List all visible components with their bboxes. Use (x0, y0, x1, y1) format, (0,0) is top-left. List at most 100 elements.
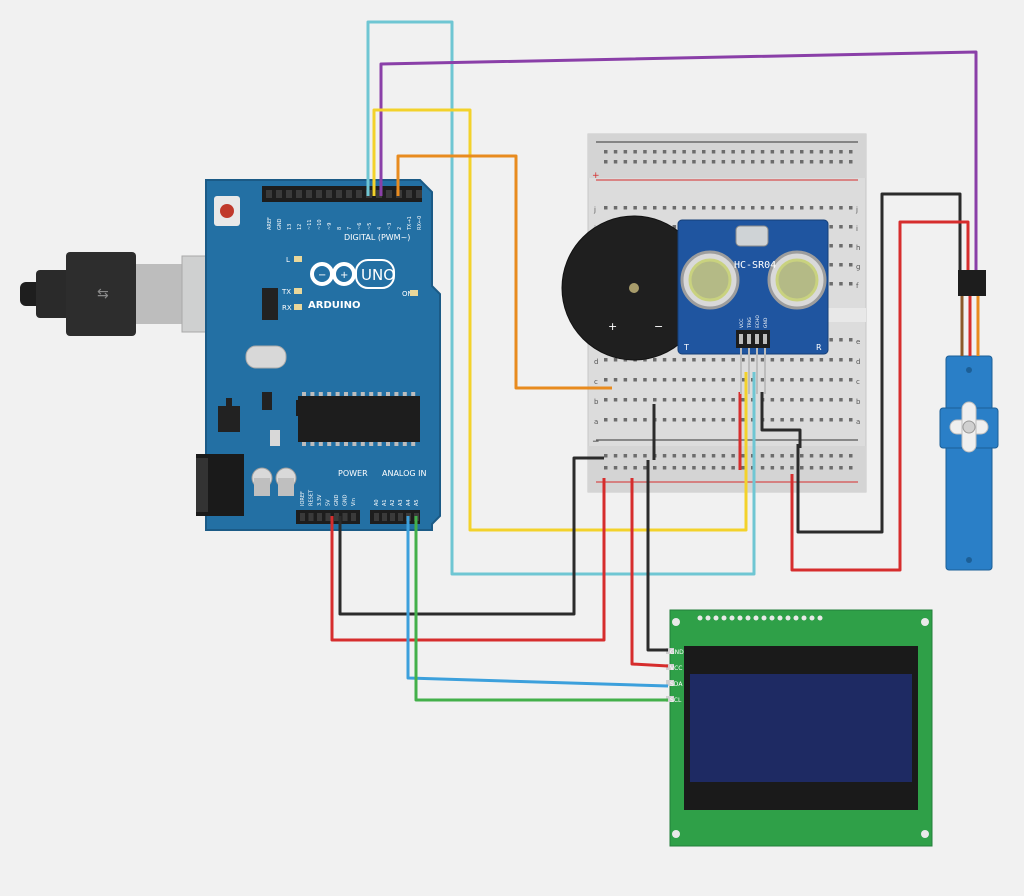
breadboard-hole[interactable] (839, 160, 843, 164)
breadboard-hole[interactable] (682, 150, 686, 154)
breadboard-hole[interactable] (682, 418, 686, 422)
breadboard-hole[interactable] (819, 454, 824, 458)
breadboard-hole[interactable] (662, 358, 667, 362)
breadboard-hole[interactable] (829, 282, 833, 286)
breadboard-hole[interactable] (653, 466, 657, 470)
breadboard-hole[interactable] (633, 418, 637, 422)
digital-pin[interactable] (286, 190, 292, 198)
breadboard-hole[interactable] (672, 418, 677, 422)
breadboard-hole[interactable] (819, 418, 824, 422)
breadboard-hole[interactable] (604, 378, 608, 382)
breadboard-hole[interactable] (721, 206, 726, 210)
wire-purple[interactable] (379, 50, 978, 270)
breadboard-hole[interactable] (721, 454, 726, 458)
breadboard-hole[interactable] (819, 150, 824, 154)
breadboard-hole[interactable] (839, 150, 843, 154)
wire-orange[interactable] (396, 154, 612, 390)
breadboard-hole[interactable] (809, 466, 814, 470)
breadboard-hole[interactable] (790, 206, 794, 210)
breadboard-hole[interactable] (731, 418, 735, 422)
breadboard-hole[interactable] (721, 150, 726, 154)
breadboard-hole[interactable] (643, 206, 647, 210)
breadboard-hole[interactable] (800, 418, 804, 422)
breadboard-hole[interactable] (711, 466, 716, 470)
breadboard-hole[interactable] (819, 466, 824, 470)
wire-red-arduino-5v[interactable] (330, 478, 606, 642)
hc-sr04-pin[interactable] (747, 334, 751, 344)
breadboard-hole[interactable] (819, 160, 824, 164)
breadboard-hole[interactable] (721, 160, 726, 164)
power-pin[interactable] (342, 513, 348, 521)
breadboard-hole[interactable] (721, 466, 726, 470)
digital-pin[interactable] (416, 190, 422, 198)
breadboard-hole[interactable] (653, 358, 657, 362)
breadboard-hole[interactable] (682, 466, 686, 470)
breadboard-hole[interactable] (809, 160, 814, 164)
breadboard-hole[interactable] (643, 160, 647, 164)
breadboard-hole[interactable] (800, 150, 804, 154)
breadboard-hole[interactable] (790, 418, 794, 422)
breadboard-hole[interactable] (849, 398, 853, 402)
breadboard-hole[interactable] (819, 206, 824, 210)
breadboard-hole[interactable] (839, 244, 843, 248)
breadboard-hole[interactable] (731, 160, 735, 164)
breadboard-hole[interactable] (790, 454, 794, 458)
breadboard-hole[interactable] (731, 466, 735, 470)
breadboard-hole[interactable] (770, 358, 775, 362)
breadboard-hole[interactable] (780, 160, 784, 164)
breadboard-hole[interactable] (633, 454, 637, 458)
breadboard-hole[interactable] (800, 454, 804, 458)
breadboard-hole[interactable] (623, 466, 628, 470)
breadboard-hole[interactable] (800, 160, 804, 164)
digital-pin[interactable] (266, 190, 272, 198)
breadboard-hole[interactable] (829, 263, 833, 267)
analog-pin[interactable] (398, 513, 403, 521)
breadboard-hole[interactable] (780, 418, 784, 422)
breadboard-hole[interactable] (662, 454, 667, 458)
breadboard-hole[interactable] (790, 398, 794, 402)
breadboard-hole[interactable] (839, 358, 843, 362)
breadboard-hole[interactable] (849, 160, 853, 164)
breadboard-hole[interactable] (643, 150, 647, 154)
breadboard-hole[interactable] (839, 263, 843, 267)
breadboard-hole[interactable] (702, 418, 706, 422)
breadboard-hole[interactable] (613, 358, 618, 362)
breadboard-hole[interactable] (711, 398, 716, 402)
breadboard-hole[interactable] (682, 378, 686, 382)
breadboard-hole[interactable] (790, 378, 794, 382)
breadboard-hole[interactable] (849, 466, 853, 470)
breadboard-hole[interactable] (819, 398, 824, 402)
breadboard-hole[interactable] (711, 160, 716, 164)
breadboard-hole[interactable] (849, 358, 853, 362)
breadboard-hole[interactable] (800, 378, 804, 382)
breadboard-hole[interactable] (643, 418, 647, 422)
breadboard-hole[interactable] (770, 150, 775, 154)
breadboard-hole[interactable] (711, 358, 716, 362)
breadboard-hole[interactable] (790, 160, 794, 164)
breadboard-hole[interactable] (672, 150, 677, 154)
breadboard-hole[interactable] (623, 418, 628, 422)
breadboard-hole[interactable] (849, 206, 853, 210)
wire-red-lcd-vcc[interactable] (630, 478, 669, 668)
breadboard-hole[interactable] (829, 466, 833, 470)
breadboard-hole[interactable] (760, 160, 765, 164)
breadboard-hole[interactable] (780, 466, 784, 470)
power-pin[interactable] (317, 513, 322, 521)
breadboard-hole[interactable] (653, 378, 657, 382)
breadboard-hole[interactable] (770, 398, 775, 402)
breadboard-hole[interactable] (721, 398, 726, 402)
breadboard-hole[interactable] (662, 398, 667, 402)
breadboard-hole[interactable] (692, 206, 696, 210)
breadboard-hole[interactable] (711, 378, 716, 382)
breadboard-hole[interactable] (760, 206, 765, 210)
breadboard-hole[interactable] (770, 206, 775, 210)
breadboard-hole[interactable] (770, 378, 775, 382)
breadboard-hole[interactable] (613, 418, 618, 422)
breadboard-hole[interactable] (672, 454, 677, 458)
breadboard-hole[interactable] (613, 454, 618, 458)
breadboard-hole[interactable] (849, 263, 853, 267)
breadboard-hole[interactable] (741, 378, 745, 382)
breadboard-hole[interactable] (692, 378, 696, 382)
breadboard-hole[interactable] (809, 378, 814, 382)
